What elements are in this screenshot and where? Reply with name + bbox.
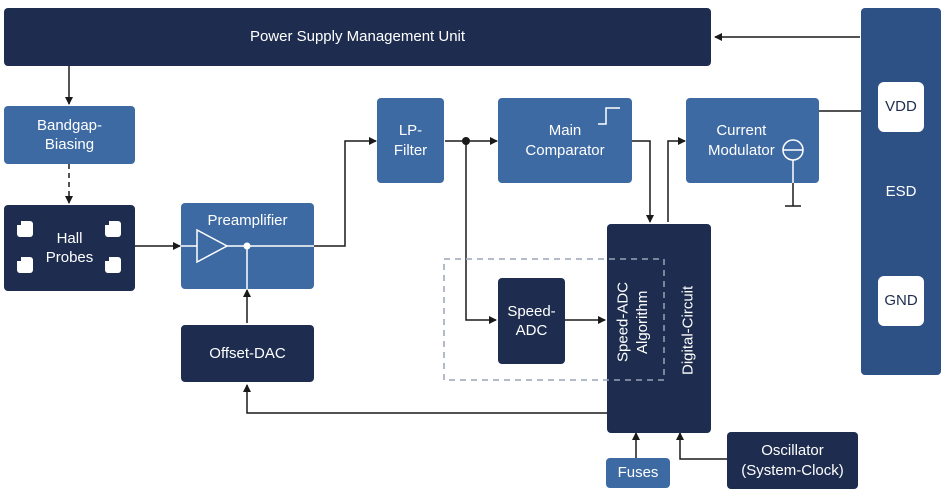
- hall-probe-icon: [17, 221, 33, 237]
- esd-label: ESD: [885, 182, 917, 200]
- oscillator-to-digital-arrow: [676, 432, 727, 460]
- comparator-label: Main Comparator: [525, 122, 605, 159]
- oscillator-block: Oscillator (System-Clock): [727, 432, 858, 489]
- fuses-block: Fuses: [606, 458, 670, 488]
- bandgap-biasing-block: Bandgap- Biasing: [4, 106, 135, 164]
- fuses-label: Fuses: [617, 464, 659, 482]
- speed-adc-block: Speed- ADC: [498, 278, 565, 364]
- hall-probe-icon: [105, 257, 121, 273]
- preamp-to-lpfilter-arrow: [314, 137, 377, 247]
- vdd-pin: VDD: [878, 82, 924, 132]
- speed-adc-algorithm-label: Speed-ADC Algorithm: [614, 281, 652, 363]
- psmu-label: Power Supply Management Unit: [249, 28, 466, 46]
- lp-filter-block: LP- Filter: [377, 98, 444, 183]
- oscillator-label: Oscillator (System-Clock): [741, 442, 844, 479]
- power-supply-management-unit: Power Supply Management Unit: [4, 8, 711, 66]
- hall-probe-icon: [17, 257, 33, 273]
- digital-to-modulator-arrow: [667, 137, 686, 222]
- square-wave-icon: [598, 107, 620, 125]
- speed-adc-label: Speed- ADC: [507, 302, 556, 340]
- hall-probes-block: Hall Probes: [4, 205, 135, 291]
- bandgap-label: Bandgap- Biasing: [36, 116, 103, 154]
- digital-circuit-label: Digital-Circuit: [679, 285, 697, 375]
- hall-probe-icon: [105, 221, 121, 237]
- gnd-label: GND: [884, 292, 918, 310]
- gnd-pin: GND: [878, 276, 924, 326]
- current-modulator-label: Current Modulator: [708, 122, 775, 159]
- digital-to-offsetdac-arrow: [243, 384, 607, 414]
- preamp-label: Preamplifier: [207, 212, 288, 229]
- comparator-to-digital-arrow: [632, 140, 654, 223]
- vdd-label: VDD: [885, 98, 917, 116]
- amplifier-icon: [181, 228, 314, 289]
- hall-label: Hall Probes: [45, 229, 94, 267]
- offset-dac-block: Offset-DAC: [181, 325, 314, 382]
- junction-to-speedadc-arrow: [465, 141, 497, 324]
- current-source-icon: [782, 139, 804, 207]
- lp-filter-label: LP- Filter: [393, 122, 428, 159]
- offset-dac-label: Offset-DAC: [209, 344, 286, 362]
- main-comparator-block: Main Comparator: [498, 98, 632, 183]
- lp-junction-dot: [462, 137, 470, 145]
